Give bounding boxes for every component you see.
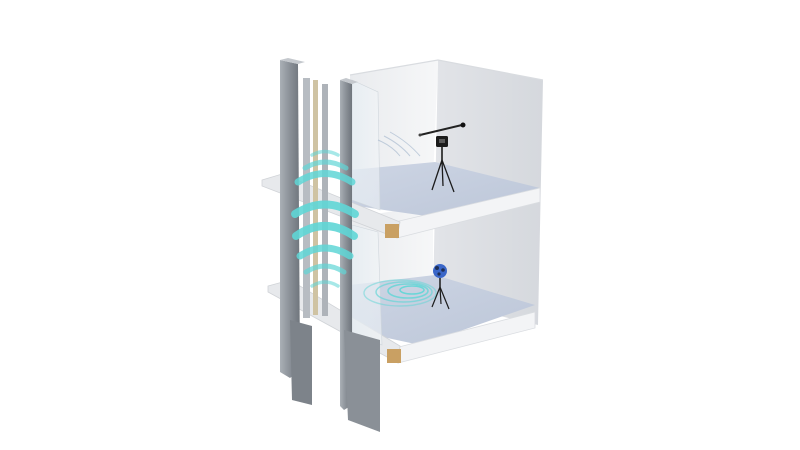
cavity-rail-3 xyxy=(322,84,328,316)
speaker-sound-waves xyxy=(363,279,437,307)
upper-floor-surface xyxy=(350,162,540,218)
wave-arc xyxy=(296,244,354,260)
mullion-left xyxy=(280,60,300,378)
wave-arc xyxy=(291,200,359,218)
cavity-sound-waves xyxy=(291,149,359,288)
wave-arc xyxy=(310,149,340,157)
lower-floor-surface xyxy=(350,275,535,345)
upper-room-waves xyxy=(377,131,421,157)
wave-arc xyxy=(294,170,356,186)
wave-arc xyxy=(292,222,358,240)
cavity-rail-1 xyxy=(303,78,310,318)
glass-panel-upper xyxy=(351,79,381,211)
cavity-rail-2 xyxy=(313,80,318,315)
wave-arc xyxy=(310,280,340,288)
facade-mullions xyxy=(280,58,380,432)
dodecahedron-speaker xyxy=(431,264,450,310)
wave-arc xyxy=(303,263,347,275)
wave-arc xyxy=(302,159,349,171)
slab-edge-insulation-lower xyxy=(387,349,401,363)
glass-panel-lower xyxy=(351,224,383,346)
slab-edge-insulation-upper xyxy=(385,224,399,238)
facade-glazing xyxy=(351,79,383,346)
mullion-right xyxy=(340,80,352,410)
sound-level-meter xyxy=(418,122,466,193)
